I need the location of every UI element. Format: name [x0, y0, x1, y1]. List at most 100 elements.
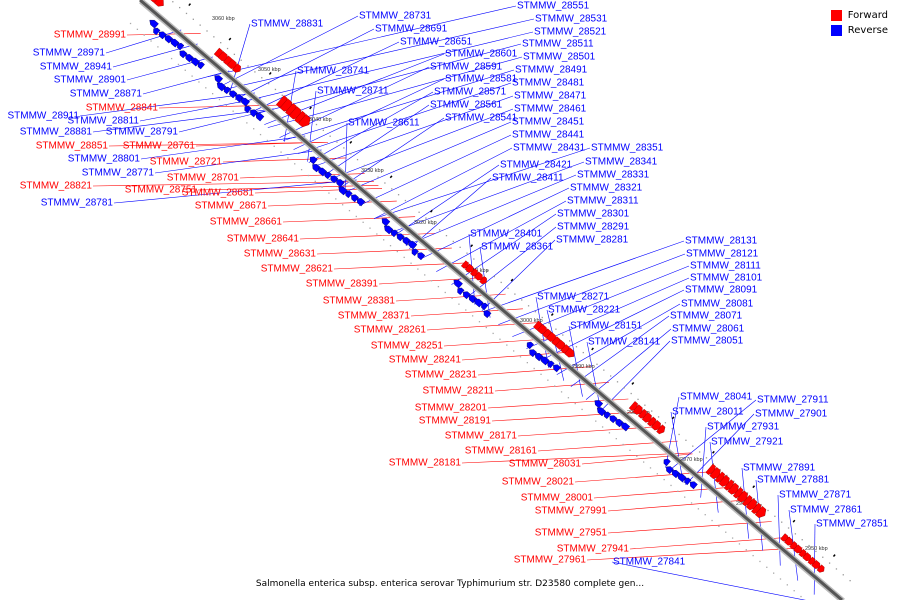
scale-dot [704, 514, 706, 516]
scale-dot [329, 135, 331, 137]
forward-gene-arrow [754, 505, 767, 518]
connector-line [585, 328, 672, 400]
scale-dot [191, 75, 193, 77]
scale-dot [478, 321, 481, 323]
reverse-gene-arrow [483, 310, 492, 319]
legend-forward-swatch [830, 10, 842, 21]
forward-gene-arrow [816, 564, 825, 573]
scale-dot [274, 88, 277, 91]
reverse-gene-label: STMMW_28971 [33, 48, 106, 59]
scale-dot [835, 568, 838, 570]
reverse-gene-arrow [615, 419, 624, 428]
scale-dot [603, 369, 605, 371]
reverse-gene-arrow [620, 422, 631, 432]
reverse-gene-arrow [336, 179, 345, 188]
scale-dot [199, 24, 201, 26]
scale-dot [828, 562, 831, 564]
connector-line [668, 399, 757, 471]
reverse-gene-arrow [190, 57, 201, 67]
scale-dot [759, 560, 761, 563]
scale-dot [562, 334, 564, 336]
scale-dot [692, 445, 694, 447]
scale-dot [473, 258, 475, 260]
scale-label: 3000 kbp [520, 318, 543, 324]
scale-dot [678, 433, 680, 436]
scale-dot [711, 519, 713, 522]
scale-dot [623, 387, 626, 389]
minor-feature [631, 381, 635, 385]
forward-gene-arrow [802, 552, 812, 562]
scale-dot [725, 531, 727, 533]
minor-feature [268, 72, 272, 75]
connector-line [323, 104, 430, 176]
minor-feature [349, 140, 353, 144]
scale-dot [411, 205, 413, 208]
reverse-gene-arrow [402, 237, 411, 246]
connector-line [219, 15, 359, 87]
forward-gene-label: STMMW_28371 [338, 311, 411, 322]
scale-dot [129, 22, 132, 25]
reverse-gene-label: STMMW_28801 [68, 154, 141, 165]
forward-gene-arrow [807, 556, 816, 565]
legend: Forward Reverse [830, 8, 888, 38]
scale-dot [697, 508, 700, 510]
forward-gene-arrow [632, 404, 643, 415]
scale-dot [616, 381, 619, 383]
scale-dot [307, 174, 310, 177]
connector-line [405, 174, 577, 246]
minor-feature [671, 416, 675, 420]
scale-dot [671, 427, 673, 430]
scale-dot [568, 340, 571, 342]
scale-dot [731, 537, 734, 539]
scale-dot [746, 492, 749, 494]
scale-dot [389, 245, 392, 247]
connector-line [451, 213, 557, 285]
forward-gene-arrow [709, 466, 721, 479]
reverse-gene-label: STMMW_28601 [445, 49, 518, 60]
forward-gene-arrow [811, 559, 821, 569]
connector-line [568, 325, 583, 397]
scale-dot [753, 498, 755, 500]
reverse-gene-arrow [603, 411, 612, 420]
reverse-gene-label: STMMW_28791 [106, 127, 179, 138]
connector-line [436, 200, 567, 272]
reverse-gene-label: STMMW_27861 [790, 505, 863, 516]
scale-dot [362, 221, 364, 223]
scale-dot [740, 486, 742, 488]
scale-dot [315, 123, 318, 126]
connector-line [374, 147, 513, 219]
forward-gene-label: STMMW_28821 [20, 181, 93, 192]
reverse-gene-label: STMMW_28731 [359, 11, 432, 22]
reverse-gene-arrow [338, 186, 348, 196]
scale-dot [267, 82, 270, 85]
reverse-gene-label: STMMW_28141 [588, 337, 661, 348]
reverse-gene-arrow [526, 341, 534, 350]
reverse-gene-arrow [309, 156, 318, 165]
scale-dot [356, 158, 359, 161]
scale-dot [506, 344, 508, 346]
minor-feature [792, 519, 796, 523]
connector-line [142, 70, 230, 95]
forward-gene-label: STMMW_28701 [167, 173, 240, 184]
forward-gene-label: STMMW_28031 [509, 459, 582, 470]
minor-feature [470, 244, 474, 248]
reverse-gene-arrow [596, 407, 607, 417]
scale-dot [370, 170, 372, 172]
scale-dot [328, 192, 330, 194]
scale-dot [480, 264, 482, 266]
scale-dot [575, 346, 578, 348]
scale-dot [232, 110, 234, 112]
reverse-gene-label: STMMW_28541 [445, 113, 518, 124]
forward-gene-arrow [464, 263, 474, 273]
reverse-gene-arrow [351, 194, 359, 203]
connector-line [112, 43, 198, 68]
reverse-gene-label: STMMW_28221 [548, 305, 621, 316]
forward-gene-arrow [460, 260, 469, 269]
scale-dot [493, 275, 496, 278]
reverse-gene-arrow [540, 356, 550, 366]
scale-dot [172, 1, 174, 3]
connector-line [154, 149, 322, 174]
reverse-gene-label: STMMW_28421 [500, 160, 573, 171]
reverse-gene-arrow [381, 218, 391, 227]
